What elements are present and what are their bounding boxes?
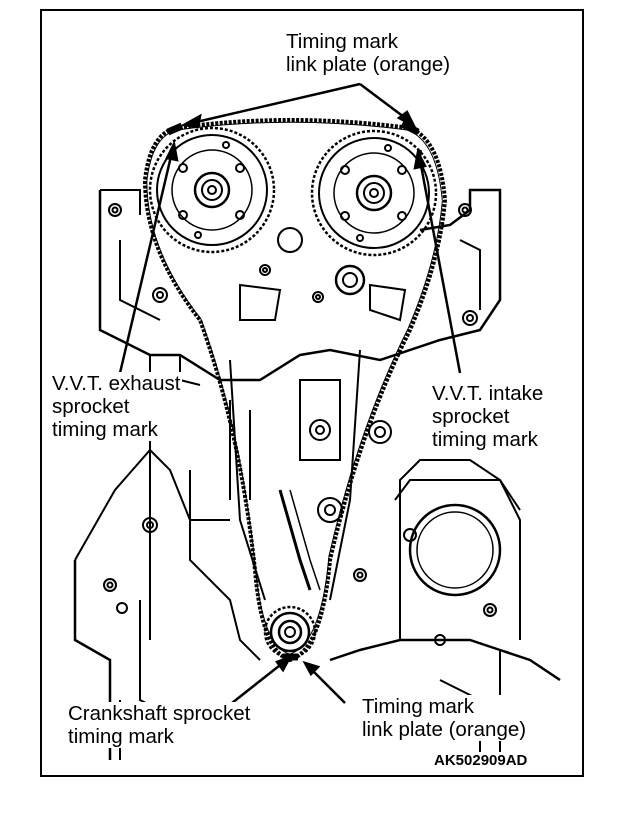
crankshaft-label: Crankshaft sprocket timing mark bbox=[66, 702, 253, 748]
top-timing-mark-line-2: link plate (orange) bbox=[286, 53, 451, 76]
exhaust-cam-sprocket bbox=[148, 126, 276, 254]
vvt-intake-line-1: V.V.T. intake bbox=[432, 382, 544, 405]
bottom-timing-mark-line-1: Timing mark bbox=[362, 695, 474, 718]
vvt-exhaust-line-1: V.V.T. exhaust bbox=[52, 372, 181, 395]
crankshaft-line-1: Crankshaft sprocket bbox=[68, 702, 251, 725]
top-timing-mark-label: Timing mark link plate (orange) bbox=[284, 30, 453, 76]
crankshaft-line-2: timing mark bbox=[68, 725, 174, 748]
timing-chain bbox=[142, 118, 448, 663]
vvt-exhaust-line-3: timing mark bbox=[52, 418, 158, 441]
vvt-intake-line-2: sprocket bbox=[432, 405, 510, 428]
top-timing-mark-line-1: Timing mark bbox=[286, 30, 398, 53]
crankshaft-sprocket bbox=[263, 605, 317, 659]
bottom-timing-mark-line-2: link plate (orange) bbox=[362, 718, 527, 741]
intake-cam-sprocket bbox=[310, 129, 438, 257]
vvt-exhaust-line-2: sprocket bbox=[52, 395, 130, 418]
vvt-exhaust-label: V.V.T. exhaust sprocket timing mark bbox=[50, 372, 183, 441]
bottom-timing-mark-label: Timing mark link plate (orange) bbox=[360, 695, 529, 741]
vvt-intake-label: V.V.T. intake sprocket timing mark bbox=[430, 382, 546, 451]
figure-code: AK502909AD bbox=[432, 752, 530, 769]
cylinder-head-outline bbox=[98, 188, 502, 382]
vvt-intake-line-3: timing mark bbox=[432, 428, 538, 451]
